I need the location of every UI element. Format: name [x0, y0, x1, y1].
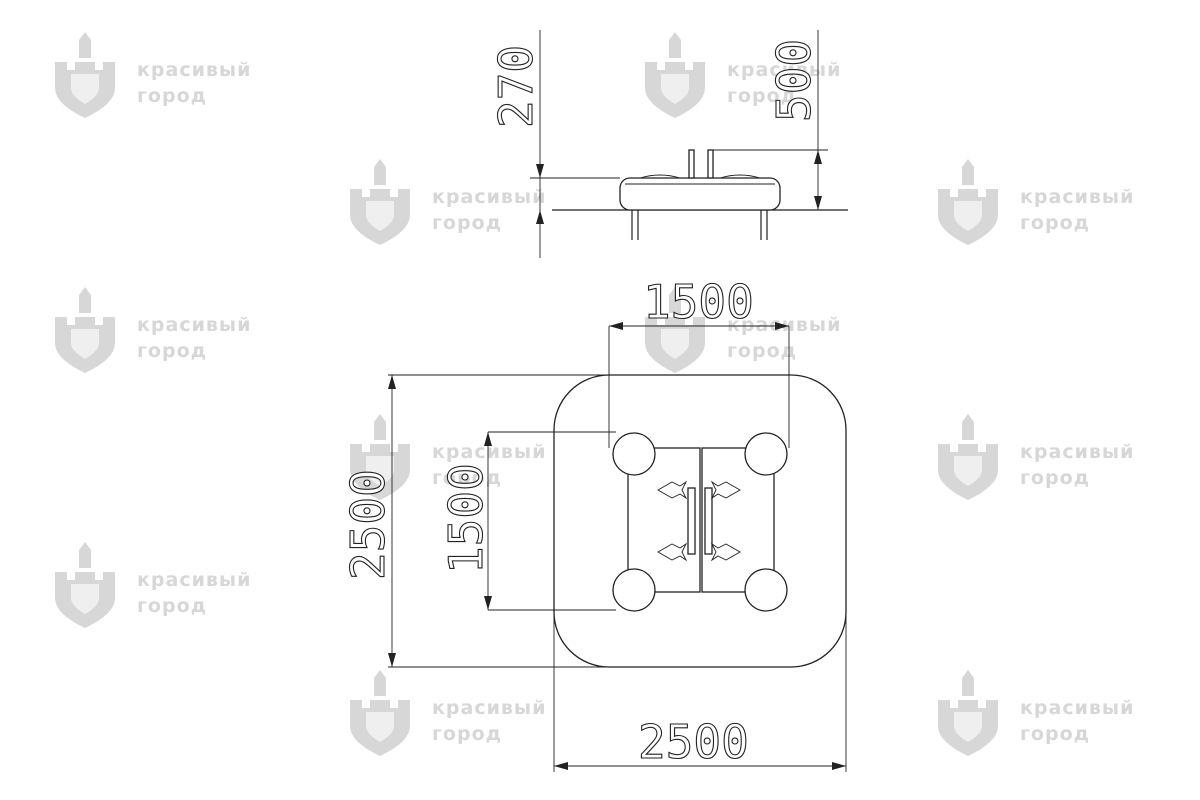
side-view: 270 500 — [488, 30, 848, 258]
watermark-logo: красивый город — [350, 414, 546, 500]
dim-500-arrow-bottom — [814, 196, 822, 210]
watermark-logo: красивый город — [938, 414, 1134, 500]
watermark-logo: красивый город — [55, 542, 251, 628]
watermark-line1: красивый — [1020, 441, 1134, 463]
watermark-line2: город — [432, 212, 502, 234]
watermark-line2: город — [1020, 467, 1090, 489]
watermark-line1: красивый — [137, 569, 251, 591]
watermark-tower-icon — [374, 670, 386, 696]
sandbox-top-post-br — [744, 568, 788, 612]
dim-1500y-arrow-top — [484, 432, 492, 446]
watermark-line2: город — [727, 340, 797, 362]
watermark-tower-icon — [669, 287, 681, 313]
dim-1500x-arrow-right — [775, 322, 789, 330]
watermark-tower-icon — [374, 159, 386, 185]
dim-1500x-arrow-left — [609, 322, 623, 330]
watermark-line1: красивый — [432, 697, 546, 719]
sandbox-side-post-1 — [688, 149, 695, 179]
watermark-tower-icon — [79, 287, 91, 313]
watermark-line2: город — [1020, 723, 1090, 745]
sandbox-top-post-bl — [612, 568, 656, 612]
dim-2500y-label: 2500 — [341, 469, 395, 580]
dim-500-arrow-top — [814, 150, 822, 164]
watermark-line1: красивый — [432, 186, 546, 208]
watermark-line1: красивый — [432, 441, 546, 463]
watermark-line2: город — [1020, 212, 1090, 234]
sandbox-top-post-tl — [612, 432, 656, 476]
sandbox-top-post-tr — [744, 432, 788, 476]
sandbox-side-body — [619, 177, 781, 211]
sandbox-top-toys — [657, 480, 741, 562]
watermark-tower-icon — [79, 542, 91, 568]
dim-1500y-arrow-bottom — [484, 596, 492, 610]
watermark-line2: город — [137, 85, 207, 107]
sandbox-top-bench-left — [687, 487, 696, 555]
top-view: 1500 1500 2500 2500 — [340, 274, 847, 772]
sandbox-top-bench-right — [704, 487, 713, 555]
watermark-tower-icon — [374, 414, 386, 440]
dim-270-label: 270 — [489, 45, 543, 128]
watermark-line2: город — [137, 340, 207, 362]
sandbox-side-toys — [639, 174, 761, 179]
dim-2500x-arrow-right — [832, 762, 846, 770]
watermark-line1: красивый — [1020, 697, 1134, 719]
dim-1500x-label: 1500 — [643, 275, 754, 329]
watermark-line1: красивый — [137, 314, 251, 336]
dim-270-arrow-bottom — [536, 210, 544, 224]
watermark-line2: город — [137, 595, 207, 617]
watermark-line1: красивый — [727, 59, 841, 81]
watermark-logo: красивый город — [55, 32, 251, 118]
dim-2500y-arrow-bottom — [388, 653, 396, 667]
watermark-tower-icon — [669, 32, 681, 58]
watermark-line2: город — [432, 723, 502, 745]
sandbox-side-post-2 — [707, 149, 714, 179]
watermark-tower-icon — [962, 414, 974, 440]
watermark-line2: город — [727, 85, 797, 107]
watermark-tower-icon — [962, 670, 974, 696]
dim-2500x-arrow-left — [554, 762, 568, 770]
dim-270-arrow-top — [536, 164, 544, 178]
watermark-logo: красивый город — [938, 670, 1134, 756]
watermark-logo: красивый город — [938, 159, 1134, 245]
dim-2500y-arrow-top — [388, 375, 396, 389]
dim-2500x-label: 2500 — [638, 715, 749, 769]
watermark-line1: красивый — [137, 59, 251, 81]
dim-1500y-label: 1500 — [439, 463, 493, 574]
watermark-line1: красивый — [1020, 186, 1134, 208]
watermark-tower-icon — [962, 159, 974, 185]
watermark-logo: красивый город — [350, 670, 546, 756]
dim-500-label: 500 — [767, 39, 821, 122]
watermark-tower-icon — [79, 32, 91, 58]
watermark-line2: город — [432, 467, 502, 489]
watermark-logo: красивый город — [645, 32, 841, 118]
watermark-logo: красивый город — [350, 159, 546, 245]
watermark-logo: красивый город — [55, 287, 251, 373]
